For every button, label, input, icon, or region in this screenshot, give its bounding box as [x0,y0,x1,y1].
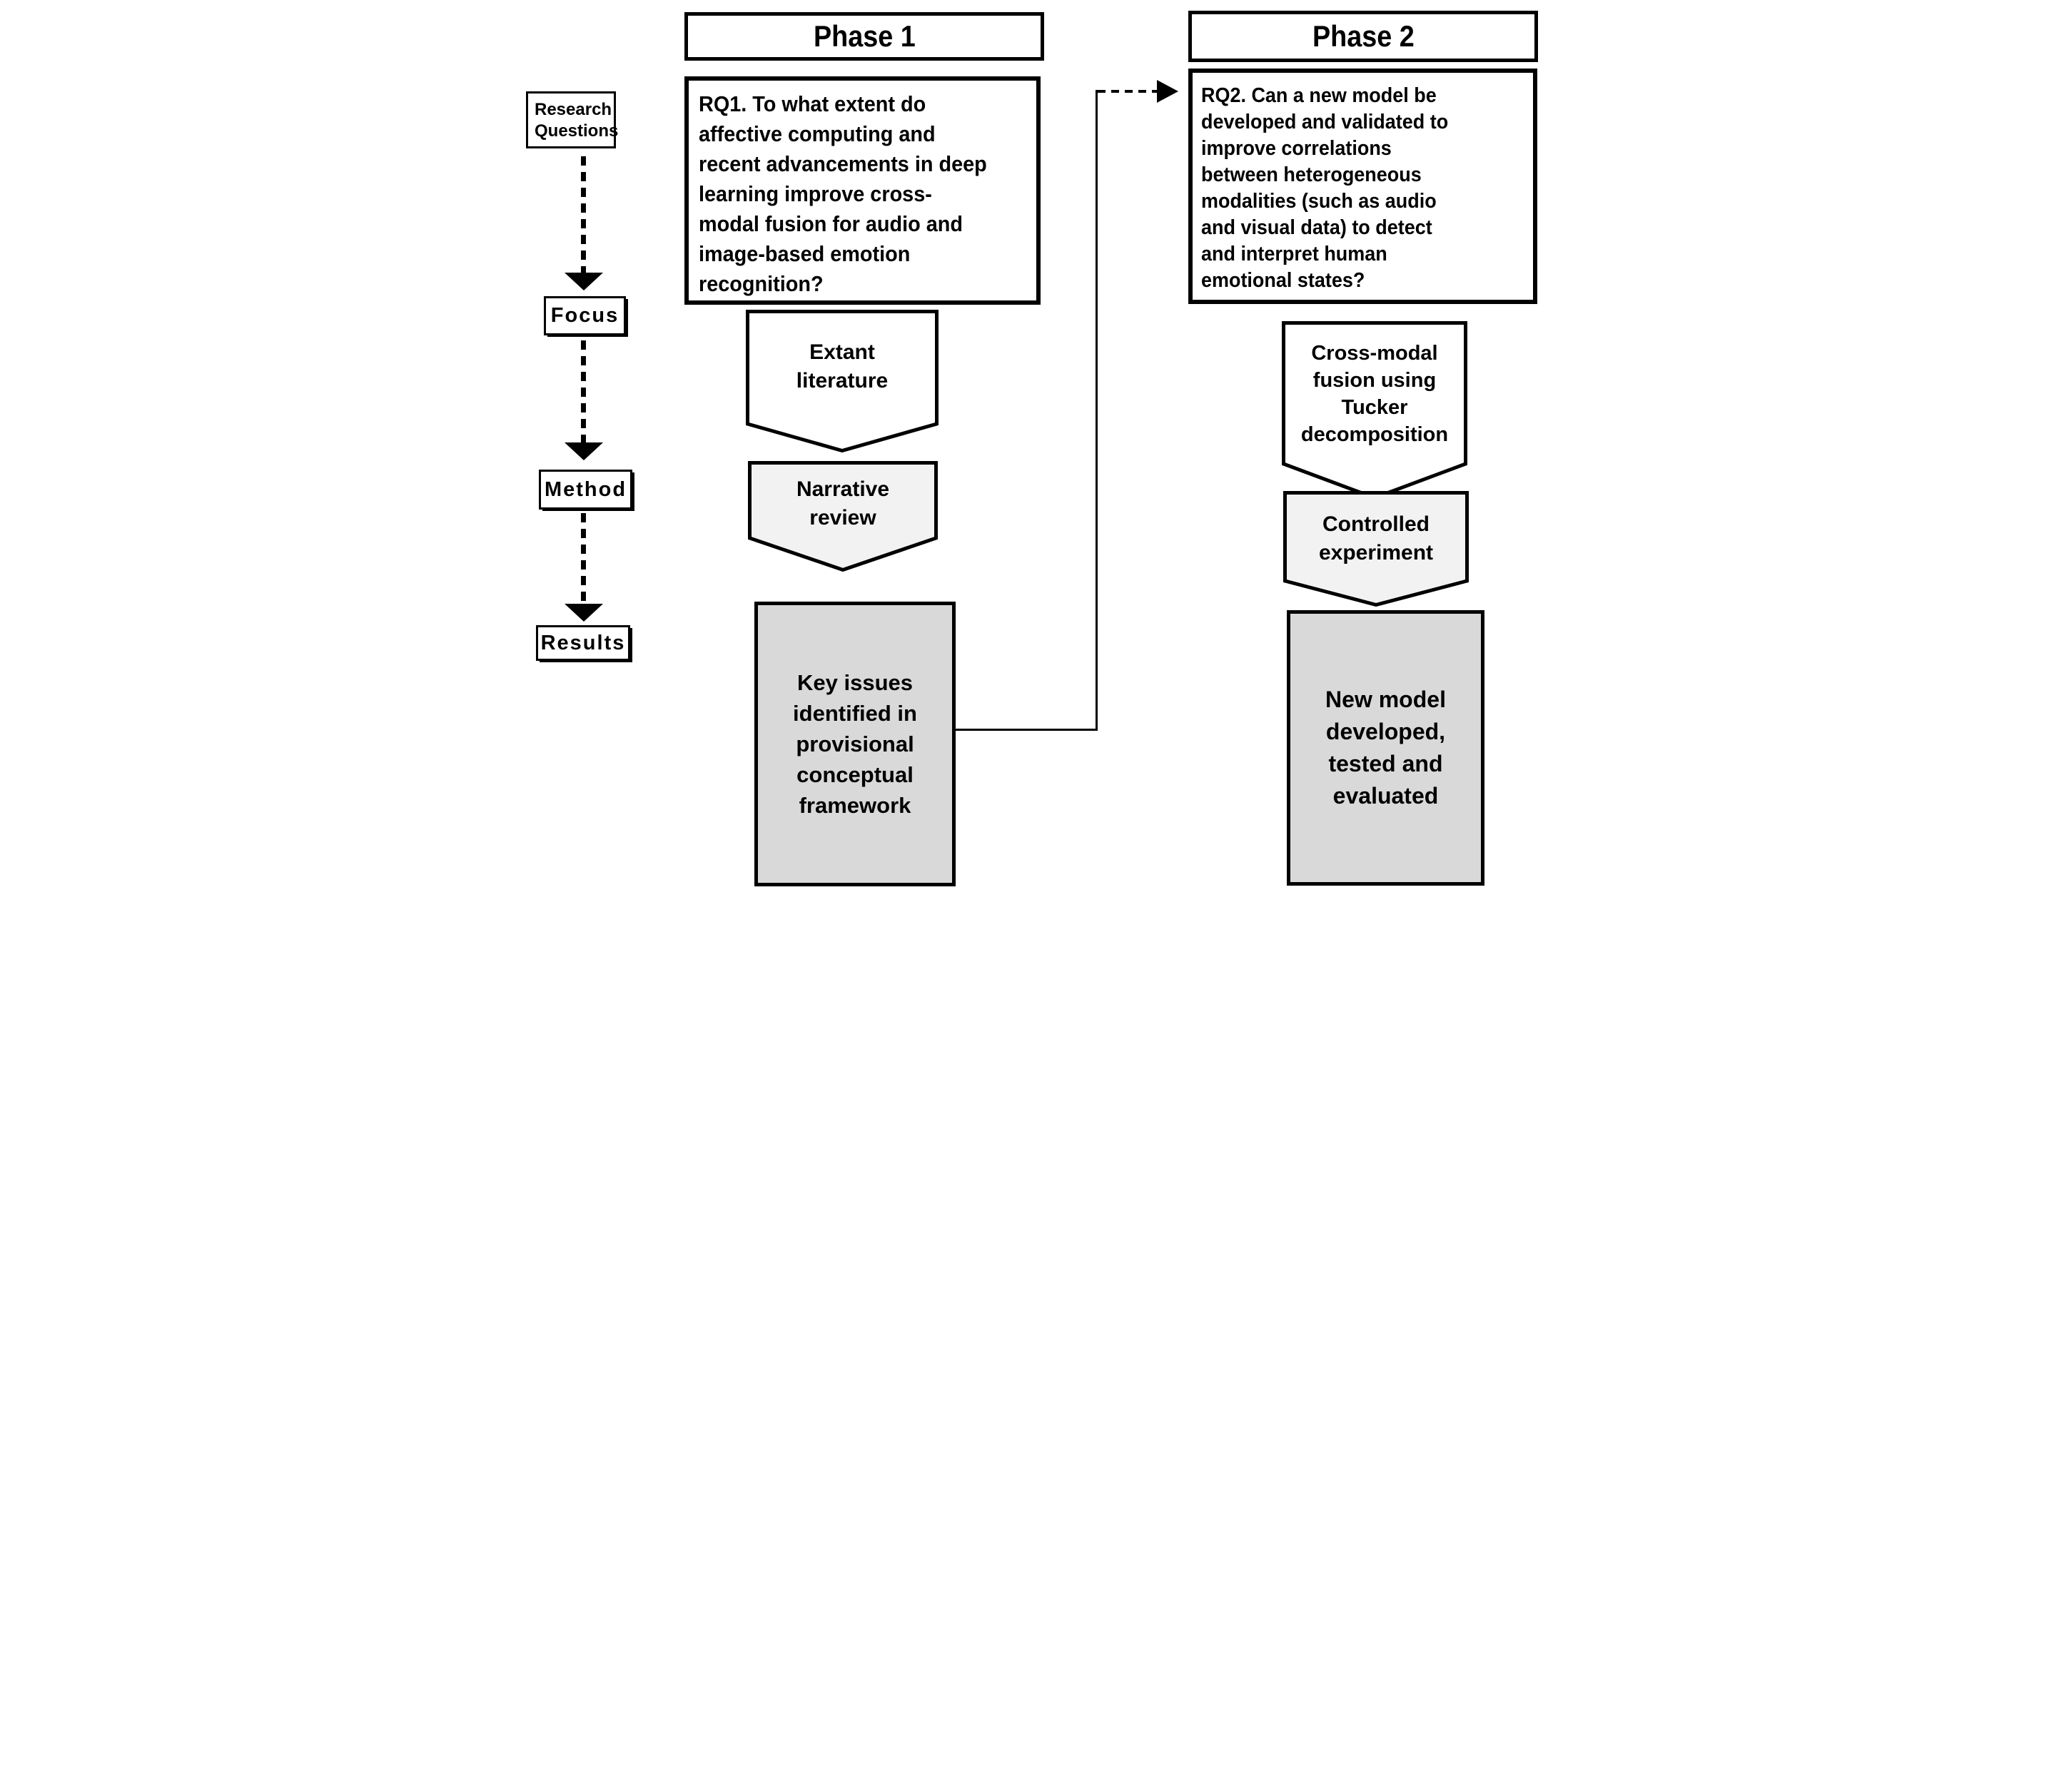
dashed-arrow-line-focus-to-method [581,340,586,442]
focus-label-box: Focus [544,296,626,335]
controlled-experiment-label: Controlled experiment [1318,512,1434,565]
phase1-header: Phase 1 [684,12,1044,61]
connector-vertical-line [1096,90,1098,731]
connector-horizontal-line [956,729,1098,731]
extant-literature-shape: Extant literature [746,310,939,452]
arrowhead-down-icon [565,604,603,622]
phase1-rq1-box: RQ1. To what extent do affective computi… [684,76,1041,305]
dashed-arrow-line-rq-to-focus [581,156,586,273]
narrative-review-shape: Narrative review [748,461,938,572]
rq2-text: RQ2. Can a new model be developed and va… [1201,84,1449,292]
pentagon-down-shape [748,461,938,572]
arrowhead-down-icon [565,273,603,290]
arrowhead-right-icon [1157,80,1178,103]
research-methodology-diagram: Research Questions Focus Method Results … [516,0,1548,896]
pentagon-down-shape [1282,321,1467,500]
results-label-box: Results [536,625,630,661]
phase2-rq2-box: RQ2. Can a new model be developed and va… [1188,69,1537,304]
cross-modal-fusion-shape: Cross-modal fusion using Tucker decompos… [1282,321,1467,500]
method-label-box: Method [539,470,632,510]
phase2-header: Phase 2 [1188,11,1538,62]
rq1-text: RQ1. To what extent do affective computi… [699,91,987,296]
pentagon-down-shape [746,310,939,452]
cross-modal-fusion-label: Cross-modal fusion using Tucker decompos… [1300,342,1449,446]
phase2-title: Phase 2 [1312,19,1415,53]
pentagon-down-shape [1283,491,1469,607]
dashed-arrow-line-method-to-results [581,513,586,604]
arrowhead-down-icon [565,442,603,460]
new-model-box: New model developed, tested and evaluate… [1287,610,1484,886]
narrative-review-label: Narrative review [796,477,890,530]
extant-literature-label: Extant literature [796,340,889,393]
controlled-experiment-shape: Controlled experiment [1283,491,1469,607]
research-questions-label-box: Research Questions [526,91,618,148]
phase1-title: Phase 1 [813,19,916,53]
key-issues-box: Key issues identified in provisional con… [754,602,956,886]
connector-dashed-segment [1098,90,1158,93]
